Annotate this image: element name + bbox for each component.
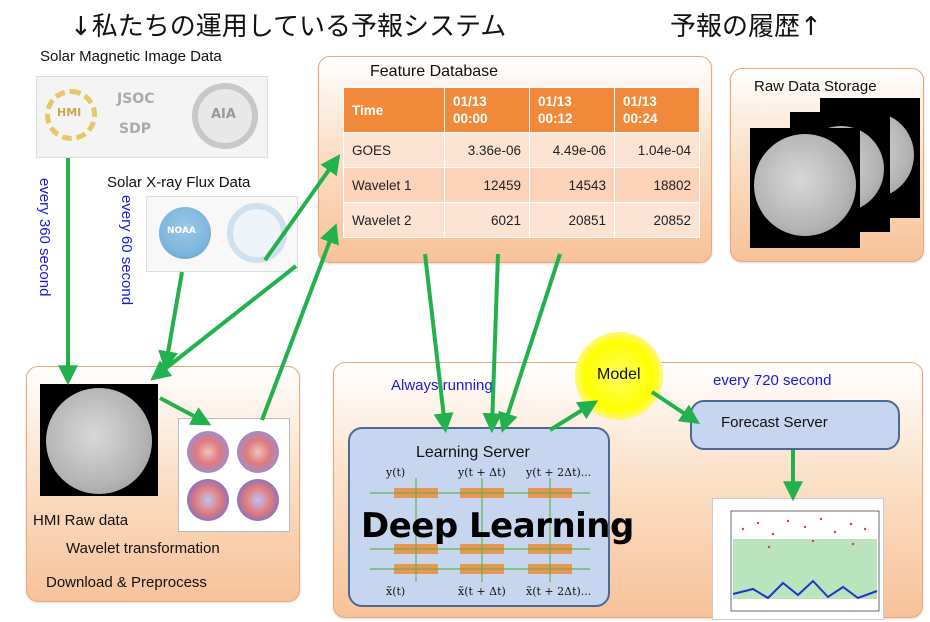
- table-row-label: GOES: [343, 132, 445, 168]
- header-left: ↓私たちの運用している予報システム: [70, 12, 507, 42]
- learning-server-label: Learning Server: [416, 444, 530, 461]
- download-preprocess-label: Download & Preprocess: [46, 574, 207, 591]
- stored-image-front: [750, 128, 860, 248]
- lstm-input-0: x̃(t): [386, 585, 406, 598]
- table-cell: 4.49e-06: [529, 132, 615, 168]
- table-cell: 18802: [614, 167, 700, 203]
- arrow-learning-to-model: [548, 400, 599, 432]
- sdo-logo-image: HMI JSOC SDP AIA: [36, 76, 268, 158]
- lstm-diagram: [370, 464, 590, 594]
- table-cell: 20851: [529, 202, 615, 238]
- table-row-label: Wavelet 1: [343, 167, 445, 203]
- every-360-second-label: every 360 second: [36, 178, 53, 297]
- arrow-xray-to-preprocess-2: [150, 264, 298, 381]
- table-header-time: Time: [343, 87, 445, 133]
- solar-xray-title: Solar X-ray Flux Data: [107, 174, 251, 191]
- lstm-input-1: x̃(t + Δt): [458, 585, 506, 598]
- table-header-col-3: 01/13 00:24: [614, 87, 700, 133]
- lstm-output-1: y(t + Δt): [458, 466, 506, 479]
- every-720-second-label: every 720 second: [713, 372, 832, 389]
- every-60-second-label: every 60 second: [118, 195, 135, 306]
- hmi-raw-image: [40, 384, 158, 496]
- learning-server-box: [348, 427, 610, 607]
- page-header: ↓私たちの運用している予報システム 予報の履歴↑: [70, 6, 822, 43]
- feature-database-title: Feature Database: [370, 63, 499, 80]
- wavelet-transformation-label: Wavelet transformation: [66, 540, 220, 557]
- hmi-logo-icon: HMI: [45, 89, 97, 141]
- header-right: 予報の履歴↑: [670, 12, 822, 42]
- raw-data-storage-title: Raw Data Storage: [754, 78, 877, 95]
- arrow-db-to-learning-3: [498, 253, 562, 433]
- lstm-output-2: y(t + 2Δt)...: [526, 466, 592, 479]
- table-cell: 14543: [529, 167, 615, 203]
- arrow-db-to-learning-1: [423, 253, 454, 434]
- arrow-db-to-learning-2: [482, 253, 503, 434]
- model-label: Model: [597, 366, 641, 383]
- solar-magnetic-title: Solar Magnetic Image Data: [40, 48, 222, 65]
- deep-learning-label: Deep Learning: [361, 506, 634, 546]
- forecast-plot-image: [712, 498, 884, 620]
- table-cell: 3.36e-06: [444, 132, 530, 168]
- lstm-diagram-svg: [370, 478, 590, 582]
- arrow-wavelet-to-feature-db: [260, 223, 339, 421]
- noaa-nws-logo-image: NOAA: [146, 196, 298, 272]
- arrow-xray-to-feature-db: [263, 154, 341, 262]
- forecast-server-label: Forecast Server: [721, 414, 828, 431]
- lstm-input-2: x̃(t + 2Δt)...: [526, 585, 592, 598]
- forecast-plot-svg: [730, 510, 880, 612]
- table-cell: 20852: [614, 202, 700, 238]
- arrow-xray-to-preprocess-1: [158, 271, 184, 372]
- arrow-hmi-to-wavelet: [159, 396, 212, 426]
- arrow-model-to-forecast: [650, 390, 700, 424]
- table-cell: 6021: [444, 202, 530, 238]
- forecast-server-box: [690, 400, 900, 450]
- table-header-col-2: 01/13 00:12: [529, 87, 615, 133]
- aia-logo-icon: AIA: [192, 83, 258, 149]
- noaa-logo-icon: NOAA: [159, 207, 211, 259]
- wavelet-image: [178, 418, 290, 532]
- hmi-raw-data-label: HMI Raw data: [33, 512, 129, 529]
- lstm-output-0: y(t): [386, 466, 406, 479]
- table-cell: 12459: [444, 167, 530, 203]
- table-row-label: Wavelet 2: [343, 202, 445, 238]
